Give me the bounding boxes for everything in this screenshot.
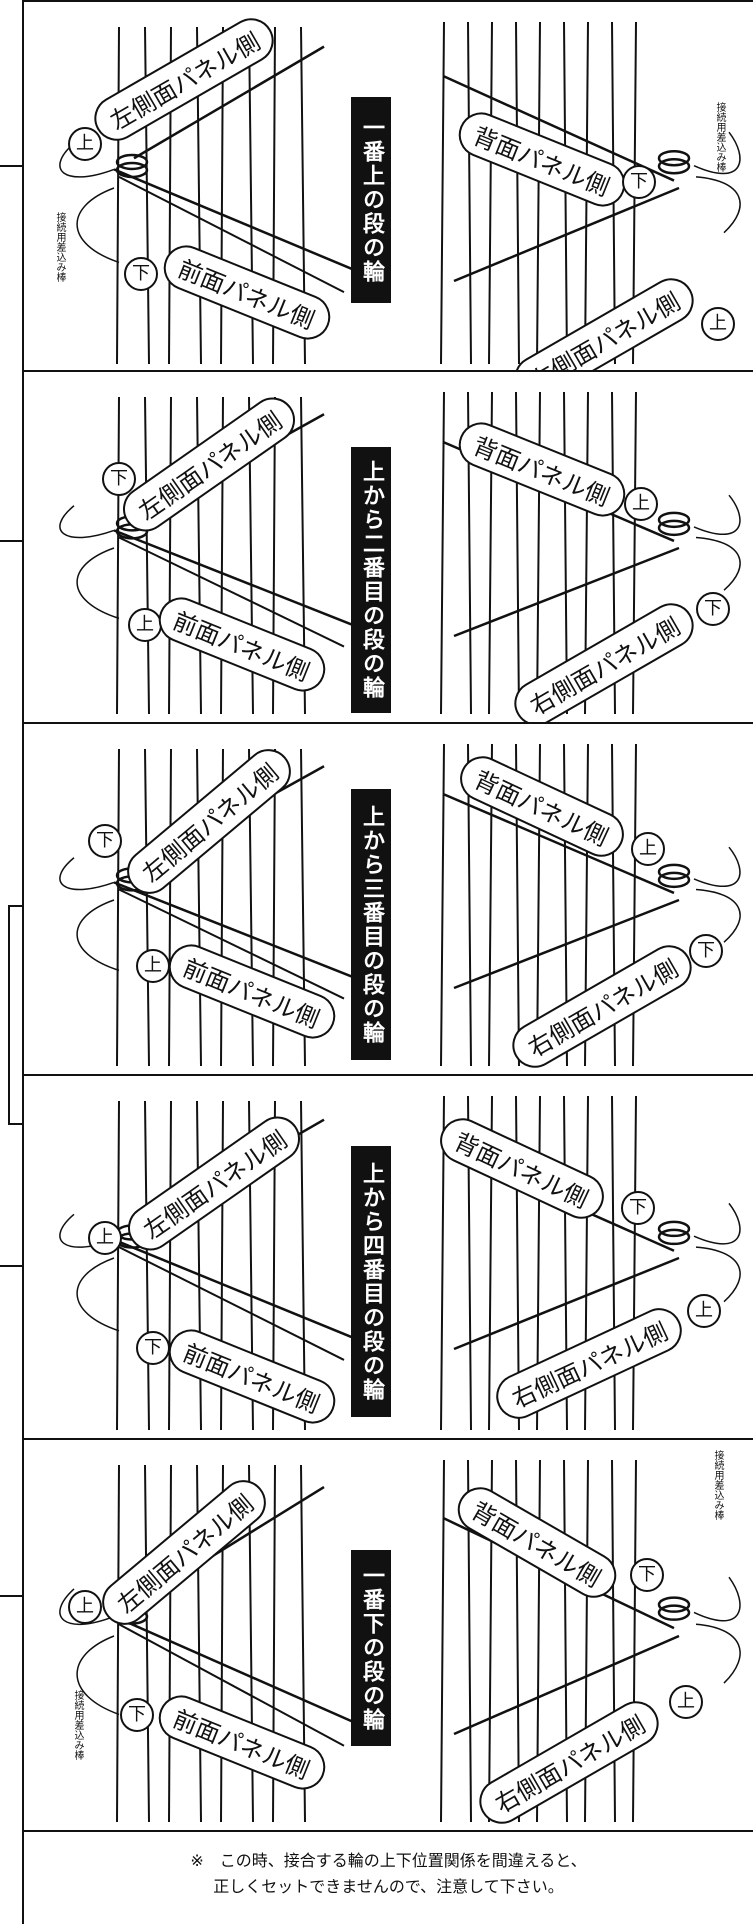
row-4: 上から四番目の段の輪 左側面パネル側 上 下 前面パネル側 背面パネル側 下 右… — [24, 1076, 753, 1440]
row-title: 上から四番目の段の輪 — [351, 1146, 391, 1417]
row-2: 上から二番目の段の輪 左側面パネル側 下 上 前面パネル側 背面パネル側 上 右… — [24, 372, 753, 724]
wire — [145, 1465, 149, 1822]
right-side-panel-badge: 下 — [689, 934, 723, 968]
wire — [441, 22, 444, 364]
wire — [145, 397, 149, 714]
pointer-arrow — [694, 1203, 740, 1243]
side-tick — [8, 905, 22, 907]
wire — [169, 749, 171, 1066]
pointer-arrow — [694, 495, 740, 534]
pointer-arrow — [77, 1258, 119, 1331]
row-5: 一番下の段の輪 左側面パネル側 上 下 前面パネル側 接続用差込み棒 背面パネル… — [24, 1440, 753, 1832]
pointer-arrow — [696, 177, 740, 233]
left-panel-badge: 上 — [68, 1590, 102, 1624]
wire — [145, 749, 149, 1066]
wire — [537, 392, 540, 714]
wire — [169, 1465, 171, 1822]
left-panel-badge: 上 — [68, 127, 102, 161]
left-panel-badge: 下 — [88, 824, 122, 858]
back-panel-badge: 下 — [630, 1558, 664, 1592]
pointer-arrow — [694, 1577, 740, 1621]
wire — [468, 22, 471, 364]
wire — [114, 169, 354, 269]
back-panel-badge: 下 — [621, 1191, 655, 1225]
front-panel-badge: 下 — [136, 1331, 170, 1365]
wire — [117, 397, 119, 714]
pointer-arrow — [77, 900, 119, 970]
front-panel-badge: 下 — [124, 257, 158, 291]
right-side-panel-badge: 上 — [687, 1294, 721, 1328]
right-side-panel-badge: 下 — [696, 592, 730, 626]
right-side-panel-badge: 上 — [669, 1685, 703, 1719]
wire — [633, 744, 636, 1066]
wire — [489, 22, 492, 364]
front-panel-badge: 上 — [136, 949, 170, 983]
side-tick — [0, 1265, 22, 1267]
pointer-arrow — [696, 537, 740, 590]
wire — [145, 1101, 149, 1430]
back-panel-badge: 上 — [631, 832, 665, 866]
pointer-arrow — [77, 548, 119, 618]
wire — [117, 749, 119, 1066]
diagram-frame: 一番上の段の輪 左側面パネル側 上 下 前面パネル側 接続用差込み棒 背面パネル… — [22, 0, 753, 1924]
front-panel-badge: 上 — [128, 608, 162, 642]
wire — [633, 1460, 636, 1822]
side-bracket — [8, 905, 10, 1125]
wire — [117, 27, 119, 364]
left-panel-badge: 上 — [88, 1221, 122, 1255]
pointer-arrow — [60, 506, 114, 538]
connector-rod-note: 接続用差込み棒 — [712, 1450, 723, 1520]
pointer-arrow — [77, 188, 119, 262]
wire — [516, 22, 519, 364]
row-title: 一番上の段の輪 — [351, 97, 391, 303]
row-title: 一番下の段の輪 — [351, 1550, 391, 1746]
wire — [612, 1460, 615, 1822]
side-tick — [0, 1595, 22, 1597]
wire — [633, 1096, 636, 1430]
pointer-arrow — [694, 847, 740, 886]
wire — [169, 397, 171, 714]
row-3: 上から三番目の段の輪 左側面パネル側 下 上 前面パネル側 背面パネル側 上 右… — [24, 724, 753, 1076]
wire — [197, 749, 201, 1066]
wire — [197, 1101, 201, 1430]
wire — [441, 744, 444, 1066]
pointer-arrow — [60, 858, 114, 890]
wire — [169, 1101, 171, 1430]
pointer-arrow — [77, 1636, 119, 1714]
front-panel-badge: 下 — [120, 1698, 154, 1732]
wire — [441, 1460, 444, 1822]
back-panel-badge: 下 — [622, 165, 656, 199]
caution-line-2: 正しくセットできませんので、注意して下さい。 — [24, 1874, 753, 1900]
back-panel-badge: 上 — [624, 487, 658, 521]
connector-rod-note: 接続用差込み棒 — [54, 212, 65, 282]
side-tick — [8, 1123, 22, 1125]
caution-note: ※ この時、接合する輪の上下位置関係を間違えると、 正しくセットできませんので、… — [24, 1832, 753, 1924]
connector-rod-note: 接続用差込み棒 — [714, 102, 725, 172]
wire — [612, 1096, 615, 1430]
wire — [117, 1101, 119, 1430]
wire — [441, 392, 444, 714]
wire — [114, 1240, 354, 1338]
left-panel-badge: 下 — [102, 462, 136, 496]
caution-line-1: ※ この時、接合する輪の上下位置関係を間違えると、 — [24, 1832, 753, 1874]
row-title: 上から二番目の段の輪 — [351, 447, 391, 713]
side-tick — [0, 540, 22, 542]
connector-rod-note: 接続用差込み棒 — [72, 1690, 83, 1760]
right-side-panel-badge: 上 — [701, 307, 735, 341]
wire — [537, 22, 540, 364]
row-title: 上から三番目の段の輪 — [351, 789, 391, 1060]
wire — [117, 1465, 119, 1822]
side-tick — [0, 165, 22, 167]
pointer-arrow — [696, 1624, 740, 1683]
row-1: 一番上の段の輪 左側面パネル側 上 下 前面パネル側 接続用差込み棒 背面パネル… — [24, 0, 753, 372]
